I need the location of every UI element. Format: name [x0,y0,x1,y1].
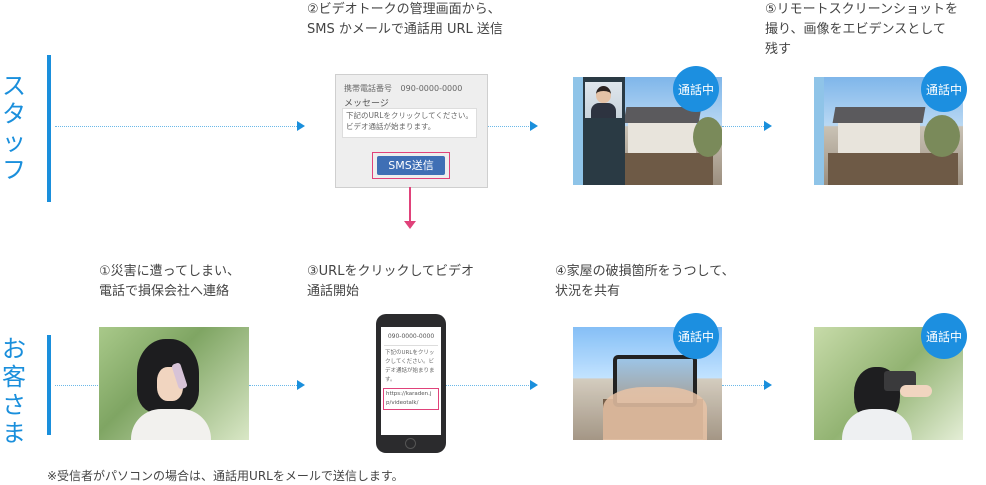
row-bar-staff [47,55,51,202]
staff-connector-3 [722,126,764,127]
message-textarea[interactable]: 下記のURLをクリックしてください。ビデオ通話が始まります。 [342,108,477,138]
staff-arrow-2 [530,121,538,131]
row-label-staff: スタッフ [2,72,26,184]
staff-video-call-screen [573,77,722,185]
in-call-badge-customer-2: 通話中 [921,313,967,359]
staff-portrait [585,82,622,118]
in-call-badge-customer-1: 通話中 [673,313,719,359]
row-label-customer: お客さま [2,335,26,447]
customer-arrow-3 [764,380,772,390]
smartphone-mockup: 090-0000-0000 下記のURLをクリックしてください。ビデオ通話が始ま… [376,314,446,453]
in-call-badge-staff-1: 通話中 [673,66,719,112]
phone-label: 携帯電話番号 [344,84,392,93]
staff-arrow-3 [764,121,772,131]
staff-connector-2 [486,126,531,127]
staff-arrow-1 [297,121,305,131]
step2-caption: ②ビデオトークの管理画面から、SMS かメールで通話用 URL 送信 [307,2,503,37]
sms-send-button[interactable]: SMS送信 [377,156,445,175]
screenshot-sidebar [814,77,824,185]
step4-caption: ④家屋の破損箇所をうつして、状況を共有 [555,264,735,299]
customer-arrow-1 [297,380,305,390]
customer-connector-2 [249,385,297,386]
sms-send-highlight [372,152,450,179]
staff-connector-1 [55,126,297,127]
home-button[interactable] [405,438,416,449]
phone-url-link[interactable]: https://karaden.jp/videotalk/ [383,388,439,410]
step1-caption: ①災害に遭ってしまい、電話で損保会社へ連絡 [99,264,241,299]
customer-connector-1 [55,385,100,386]
customer-connector-3 [446,385,531,386]
hands [603,387,707,440]
call-sidebar [573,77,583,185]
customer-arrow-2 [530,380,538,390]
send-down-arrow [404,221,416,229]
send-down-connector [409,187,411,222]
message-label: メッセージ [344,99,389,109]
step5-caption: ⑤リモートスクリーンショットを撮り、画像をエビデンスとして残す [765,2,959,57]
sms-admin-panel: 携帯電話番号 090-0000-0000 メッセージ 下記のURLをクリックして… [335,74,488,188]
customer-connector-4 [722,385,764,386]
step3-caption: ③URLをクリックしてビデオ通話開始 [307,264,475,299]
row-bar-customer [47,335,51,435]
phone-screen-number: 090-0000-0000 [387,333,435,340]
in-call-badge-staff-2: 通話中 [921,66,967,112]
customer-calling-photo [99,327,249,440]
phone-screen-message: 下記のURLをクリックしてください。ビデオ通話が始まりま す。 [385,350,435,383]
evidence-screenshot [814,77,963,185]
footnote: ※受信者がパソコンの場合は、通話用URLをメールで送信します。 [47,469,404,483]
phone-screen: 090-0000-0000 下記のURLをクリックしてください。ビデオ通話が始ま… [381,327,441,435]
phone-number: 090-0000-0000 [400,84,463,93]
customer-filming-photo [573,327,722,440]
